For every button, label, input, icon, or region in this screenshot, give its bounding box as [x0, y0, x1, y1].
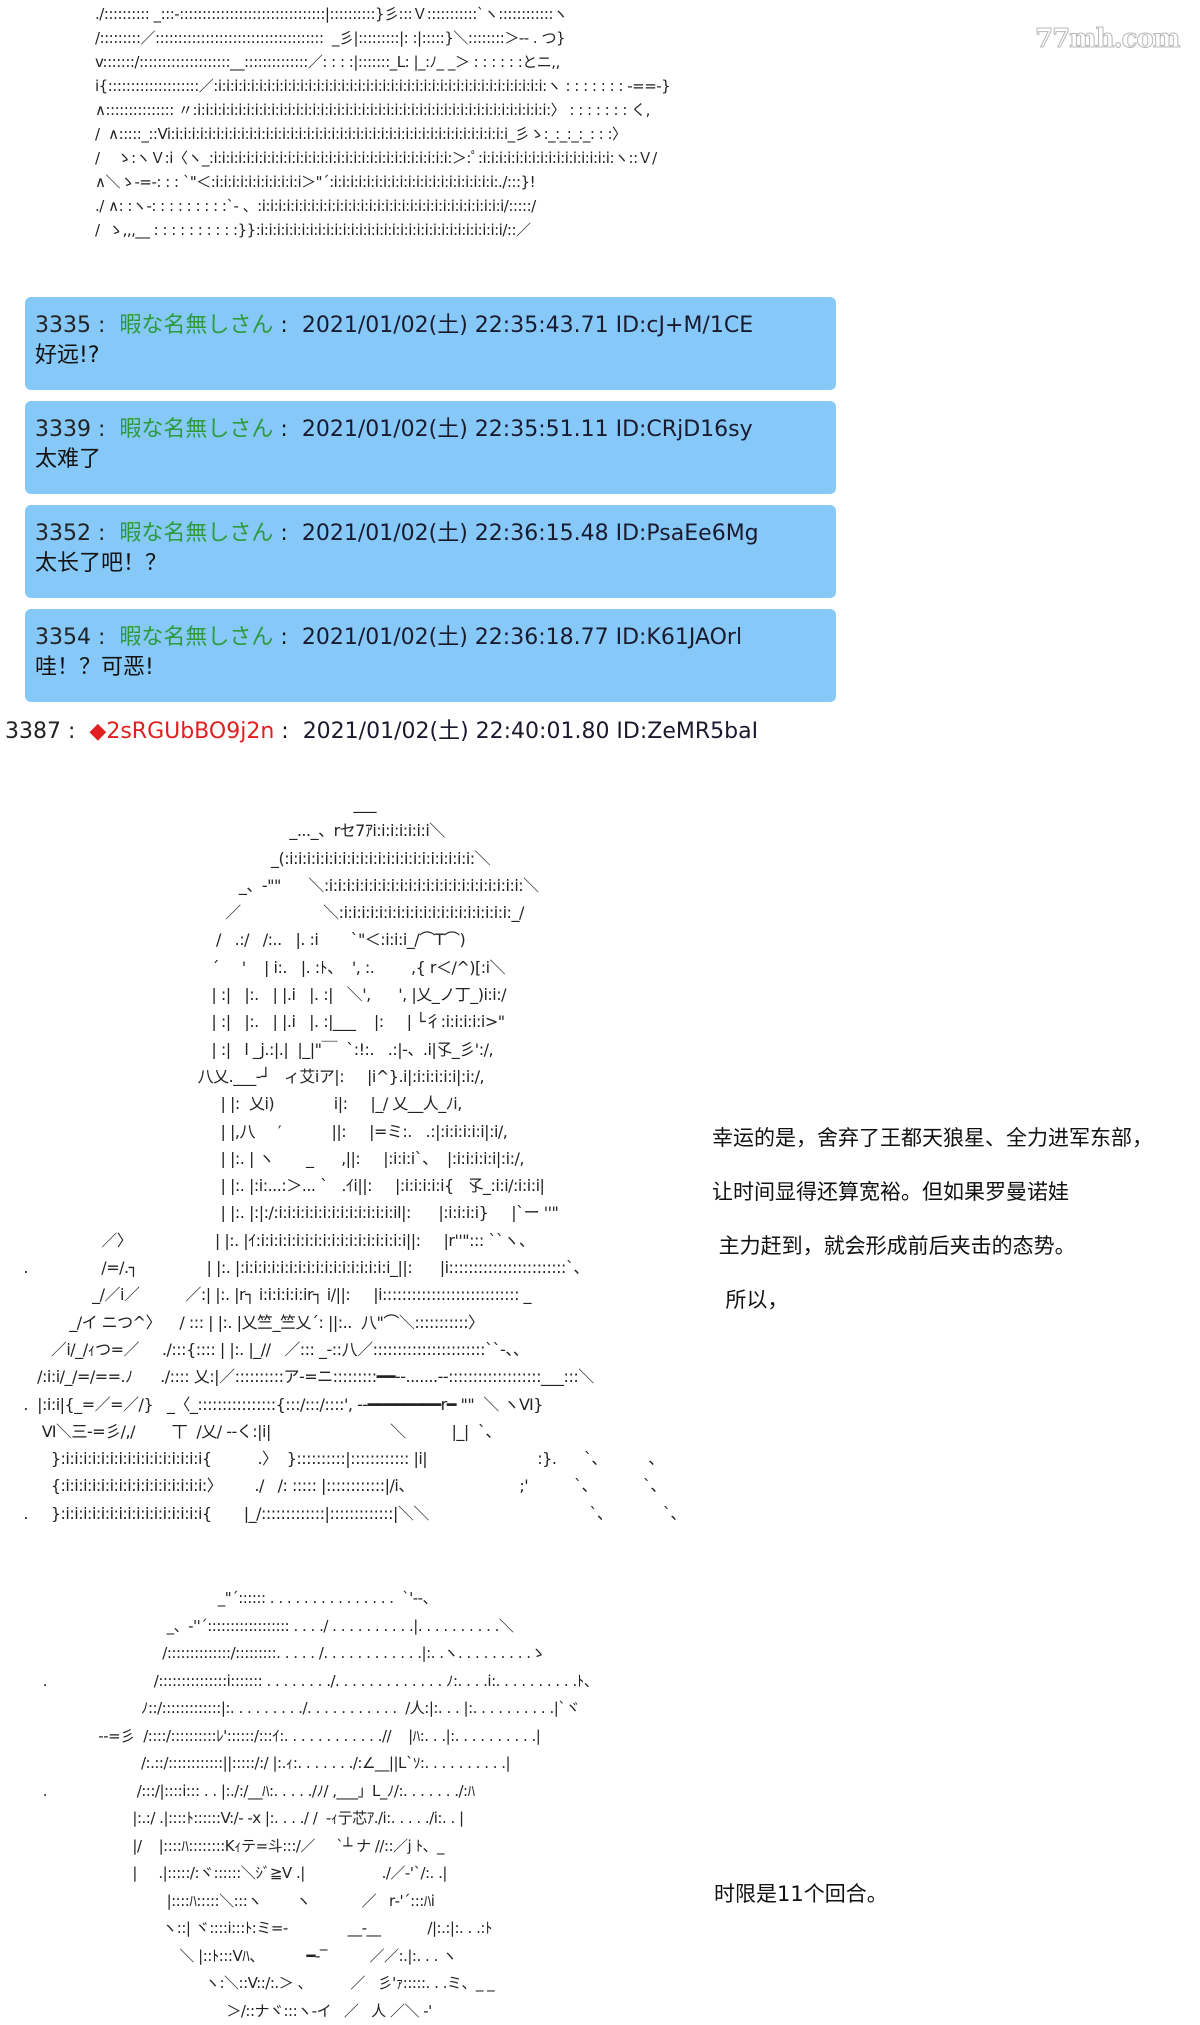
ascii-art-line: ´ ' | i:. |. :ﾄ、 ', :. ,{ r＜/^)[:i＼: [5, 954, 686, 981]
ascii-art-line: ／ ＼:i:i:i:i:i:i:i:i:i:i:i:i:i:i:i:i:i:i:…: [5, 899, 686, 926]
ascii-art-line: . /=/.┐ | |:. |:i:i:i:i:i:i:i:i:i:i:i:i:…: [5, 1254, 686, 1281]
reply-post: 3354 : 暇な名無しさん : 2021/01/02(土) 22:36:18.…: [25, 609, 836, 702]
post-header: 3335 : 暇な名無しさん : 2021/01/02(土) 22:35:43.…: [35, 307, 753, 339]
ascii-art-line: . /:::/|::::i::: . . |:./:/__ﾊ:. . . . .…: [30, 1778, 598, 1806]
ascii-art-line: . /:::::::::::::::i::::::: . . . . . . .…: [30, 1668, 598, 1696]
ascii-art-line: ∧＼ゝ‐=-: : : `"＜:i:i:i:i:i:i:i:i:i:i:i＞"´…: [95, 170, 670, 194]
ascii-art-line: ./ ∧: :ヽ‐: : : : : : : : :`‐ 、:i:i:i:i:i…: [95, 194, 670, 218]
poster-name: 暇な名無しさん: [119, 417, 273, 442]
ascii-art-top: ./:::::::::: _:::‐::::::::::::::::::::::…: [95, 2, 670, 242]
narration-line: 幸运的是，舍弃了王都天狼星、全力进军东部，: [712, 1122, 1153, 1152]
post-number[interactable]: 3354 :: [35, 625, 105, 650]
post-header: 3354 : 暇な名無しさん : 2021/01/02(土) 22:36:18.…: [35, 619, 742, 651]
ascii-art-line: _、-"" ＼:i:i:i:i:i:i:i:i:i:i:i:i:i:i:i:i:…: [5, 872, 686, 899]
ascii-art-line: ヽ:＼::V::/:.＞ 、 ／ 彡'ｧ:::::. . .ミ、_ _: [30, 1970, 598, 1998]
ascii-art-line: | |:. |:i:...:＞... ` .ｲi||: |:i:i:i:i:i{…: [5, 1172, 686, 1199]
ascii-art-line: / ゝ,,,__ : : : : : : : : : :}}:i:i:i:i:i…: [95, 218, 670, 242]
ascii-art-line: ./:::::::::: _:::‐::::::::::::::::::::::…: [95, 2, 670, 26]
ascii-art-line: |/ |::::ﾊ::::::::Kｨテ=斗:::/／ `┴ ナ //::／j …: [30, 1833, 598, 1861]
post-date-id: 2021/01/02(土) 22:35:43.71 ID:cJ+M/1CE: [302, 313, 753, 338]
post-body: 太长了吧！？: [35, 545, 167, 577]
post-body: 哇！？可恶!: [35, 649, 154, 681]
ascii-art-line: / .:/ /:.. |. :i `"＜:i:i:i_/⌒T⌒): [5, 926, 686, 953]
ascii-art-line: | |,八 ′ ||: |=ミ:. .:|:i:i:i:i:i|:i/,: [5, 1118, 686, 1145]
post-header: 3352 : 暇な名無しさん : 2021/01/02(土) 22:36:15.…: [35, 515, 759, 547]
ascii-art-line: ∧::::::::::::::: 〃:i:i:i:i:i:i:i:i:i:i:i…: [95, 98, 670, 122]
ascii-art-line: _/／i／ ／:| |:. |r┐ i:i:i:i:i:ir┐ i/||: |i…: [5, 1281, 686, 1308]
post-date-id: 2021/01/02(土) 22:36:15.48 ID:PsaEe6Mg: [302, 521, 759, 546]
ascii-art-line: ＼ |::ﾄ:::Vﾊ、 ━-‾ ／／:.|:. . . ヽ: [30, 1943, 598, 1971]
narration-line: 主力赶到，就会形成前后夹击的态势。: [712, 1230, 1076, 1260]
separator: :: [280, 521, 287, 546]
ascii-art-line: | :| |:. | |.i |. :| ＼', ', |乂_ノ丁_)i:i:/: [5, 981, 686, 1008]
ascii-art-bottom: _"´:::::: . . . . . . . . . . . . . . . …: [30, 1585, 598, 2025]
ascii-art-line: | |:. |:|:/:i:i:i:i:i:i:i:i:i:i:i:i:i:il…: [5, 1199, 686, 1226]
ascii-art-line: i{::::::::::::::::::::／:i:i:i:i:i:i:i:i:…: [95, 74, 670, 98]
post-date-id: 2021/01/02(土) 22:40:01.80 ID:ZeMR5baI: [303, 719, 758, 744]
separator: :: [280, 417, 287, 442]
ascii-art-line: /::::::::::::::/:::::::::. . . . . /. . …: [30, 1640, 598, 1668]
ascii-art-line: | .|:::::/:ヾ::::::＼ｼﾞ≧V .| ./／‐'`/:. .|: [30, 1860, 598, 1888]
post-header: 3339 : 暇な名無しさん : 2021/01/02(土) 22:35:51.…: [35, 411, 753, 443]
poster-name: 暇な名無しさん: [119, 625, 273, 650]
ascii-art-line: ／〉 | |:. |ｲ:i:i:i:i:i:i:i:i:i:i:i:i:i:i:…: [5, 1227, 686, 1254]
ascii-art-line: |:.:/ .|::::ﾄ::::::V:/‐ ‐x |:. . . ./ / …: [30, 1805, 598, 1833]
ascii-art-line: 八乂.___-┘ ィ艾iア|: |i^}.i|:i:i:i:i:i|:i:/,: [5, 1063, 686, 1090]
watermark-logo: 77mh.com: [1035, 24, 1179, 54]
ascii-art-line: Ⅵ＼三-=彡/,/ 丅 /乂/ ‐-く:|i| ＼ |_| `、: [5, 1418, 686, 1445]
ascii-art-line: | :| l _j.:|.| |_|"￣ `:!:. .:|-、.i|孓_彡':…: [5, 1036, 686, 1063]
ascii-art-line: _"´:::::: . . . . . . . . . . . . . . . …: [30, 1585, 598, 1613]
reply-post: 3335 : 暇な名無しさん : 2021/01/02(土) 22:35:43.…: [25, 297, 836, 390]
reply-post: 3352 : 暇な名無しさん : 2021/01/02(土) 22:36:15.…: [25, 505, 836, 598]
ascii-art-line: ﾉ::/:::::::::::::|:. . . . . . . . ./. .…: [30, 1695, 598, 1723]
ascii-art-line: /:.::/::::::::::::||:::::/:/ |:.ｨ:. . . …: [30, 1750, 598, 1778]
ascii-art-line: _/イ ニつ^〉 / ::: | |:. |乂竺_竺乂´: ||:.. 八"⌒＼…: [5, 1309, 686, 1336]
ascii-art-line: ／i/_/ｨつ=／ ./:::{:::: | |:. |_// ／::: _-:…: [5, 1336, 686, 1363]
ascii-art-line: | |: 乂i) i|: |_/ 乂__人_ﾉi,: [5, 1090, 686, 1117]
main-post-header: 3387 : ◆2sRGUbBO9j2n : 2021/01/02(土) 22:…: [5, 713, 758, 745]
ascii-art-line: ___: [5, 790, 686, 817]
post-date-id: 2021/01/02(土) 22:36:18.77 ID:K61JAOrl: [302, 625, 742, 650]
ascii-art-line: |::::ﾊ:::::＼:::ヽ ヽ ／ r‐'´:::ﾊi: [30, 1888, 598, 1916]
poster-name: 暇な名無しさん: [119, 313, 273, 338]
post-number[interactable]: 3339 :: [35, 417, 105, 442]
ascii-art-line: | |:. | ヽ _ ,||: |:i:i:i`、 |:i:i:i:i:i|:…: [5, 1145, 686, 1172]
ascii-art-line: _(:i:i:i:i:i:i:i:i:i:i:i:i:i:i:i:i:i:i:i…: [5, 845, 686, 872]
narration-line: 让时间显得还算宽裕。但如果罗曼诺娃: [712, 1176, 1069, 1206]
ascii-art-line: / ゝ:ヽＶ:i〈ヽ_:i:i:i:i:i:i:i:i:i:i:i:i:i:i:…: [95, 146, 670, 170]
ascii-art-line: _..._、rセ7ｱi:i:i:i:i:i:i＼: [5, 817, 686, 844]
narration-line: 所以，: [712, 1284, 788, 1314]
ascii-art-line: {:i:i:i:i:i:i:i:i:i:i:i:i:i:i:i:i:〉 ./ /…: [5, 1472, 686, 1499]
ascii-art-line: /:::::::::／:::::::::::::::::::::::::::::…: [95, 26, 670, 50]
post-number[interactable]: 3387 :: [5, 719, 75, 744]
ascii-art-line: }:i:i:i:i:i:i:i:i:i:i:i:i:i:i:i:i{ .〉 }:…: [5, 1445, 686, 1472]
ascii-art-line: /:i:i/_/=/==.ﾉ ./:::: 乂:|／::::::::::ア‐=ニ…: [5, 1363, 686, 1390]
ascii-art-line: . }:i:i:i:i:i:i:i:i:i:i:i:i:i:i:i:i{ |_/…: [5, 1500, 686, 1527]
ascii-art-line: v:::::::/::::::::::::::::::::__:::::::::…: [95, 50, 670, 74]
ascii-art-line: ‐‐=彡 /::::/::::::::::ﾚ'::::::/:::ｲ:. . .…: [30, 1723, 598, 1751]
separator: :: [280, 625, 287, 650]
post-body: 好远!?: [35, 337, 100, 369]
ascii-art-line: . |:i:i|{_=／=／/} _〈_::::::::::::::::{:::…: [5, 1391, 686, 1418]
ascii-art-line: _、‐''´:::::::::::::::::: . . . ./ . . . …: [30, 1613, 598, 1641]
reply-post: 3339 : 暇な名無しさん : 2021/01/02(土) 22:35:51.…: [25, 401, 836, 494]
separator: :: [280, 313, 287, 338]
post-body: 太难了: [35, 441, 101, 473]
poster-name: 暇な名無しさん: [119, 521, 273, 546]
post-number[interactable]: 3335 :: [35, 313, 105, 338]
ascii-art-middle: ___ _..._、rセ7ｱi:i:i:i:i:i:i＼ _(:i:i:i:i:…: [5, 790, 686, 1527]
separator: :: [281, 719, 288, 744]
ascii-art-line: / ∧:::::_::Vi:i:i:i:i:i:i:i:i:i:i:i:i:i:…: [95, 122, 670, 146]
ascii-art-line: ヽ::| ヾ::::i:::ﾄ:ミ=‐ __-__ /|:.:|:. . .:ﾄ: [30, 1915, 598, 1943]
post-date-id: 2021/01/02(土) 22:35:51.11 ID:CRjD16sy: [302, 417, 753, 442]
ascii-art-line: | :| |:. | |.i |. :|___ |: | └彳:i:i:i:i:…: [5, 1008, 686, 1035]
ascii-art-line: ＞/::ナヾ:::ヽ‐イ ／ 人 ／＼ ‐': [30, 1998, 598, 2025]
author-trip: ◆2sRGUbBO9j2n: [89, 719, 274, 744]
post-number[interactable]: 3352 :: [35, 521, 105, 546]
narration-line: 时限是11个回合。: [714, 1878, 888, 1908]
